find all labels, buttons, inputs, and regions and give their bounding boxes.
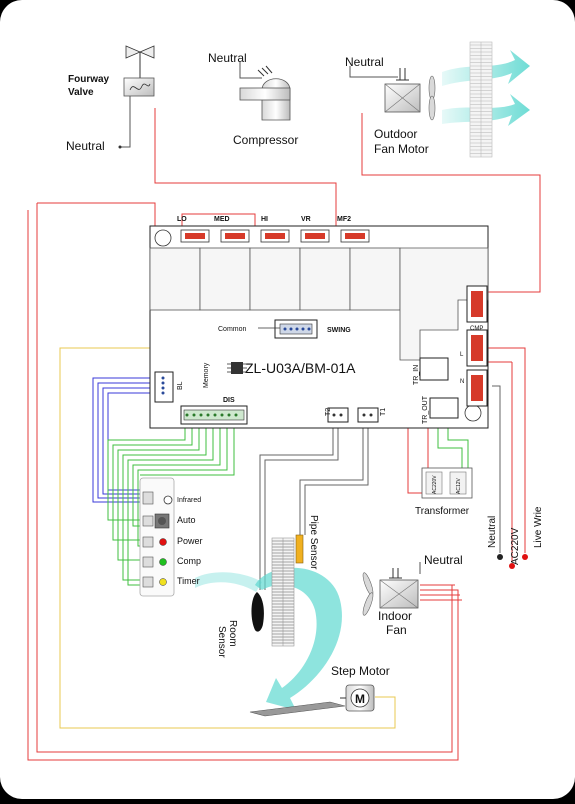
room-sensor-label-2: Sensor — [216, 626, 227, 658]
memory-label: Memory — [203, 362, 210, 388]
wire-indoor-fan-2 — [27, 210, 459, 761]
n-terminal-label: N — [460, 379, 464, 385]
indoor-fan-label-1: Indoor — [378, 609, 412, 623]
relay-mf2-label: MF2 — [337, 216, 351, 223]
power-led-icon — [159, 538, 167, 546]
wires — [27, 62, 541, 761]
neutral-label-mains: Neutral — [487, 516, 498, 548]
fourway-valve: Fourway Valve Neutral — [66, 45, 155, 153]
common-label: Common — [218, 326, 247, 333]
relay-vr-label: VR — [301, 216, 311, 223]
indoor-fan: Neutral Indoor Fan — [362, 553, 463, 637]
infrared-label: Infrared — [177, 497, 201, 504]
fourway-valve-label: Fourway — [68, 74, 110, 85]
wire-compressor — [154, 108, 337, 232]
relay-terminals — [180, 229, 370, 243]
dis-label: DIS — [223, 397, 235, 404]
power-label: Power — [177, 536, 203, 546]
tr-in-label: TR_IN — [413, 365, 420, 385]
live-wire-label: Live Wrie — [533, 506, 544, 548]
swing-label: SWING — [327, 327, 351, 334]
auto-label: Auto — [177, 515, 196, 525]
wire-live — [486, 347, 526, 553]
comp-led-icon — [159, 558, 167, 566]
wire-med — [181, 213, 256, 232]
room-sensor-label-1: Room — [227, 620, 238, 647]
compressor-label: Compressor — [233, 133, 298, 147]
compressor: Neutral Compressor — [208, 51, 298, 147]
ac220v-label: AC220V — [510, 527, 521, 565]
indoor-fan-label-2: Fan — [386, 623, 407, 637]
timer-label: Timer — [177, 576, 200, 586]
ac220v-coil-label: AC220V — [432, 475, 438, 494]
fourway-valve-label-2: Valve — [68, 87, 94, 98]
bl-label: BL — [177, 381, 184, 390]
room-sensor-icon — [251, 592, 264, 632]
comp-label: Comp — [177, 556, 201, 566]
tr-out-label: TR_OUT — [422, 395, 429, 424]
power-terminals — [466, 285, 488, 407]
pipe-sensor-icon — [295, 534, 304, 564]
neutral-label-indoor-fan: Neutral — [424, 553, 463, 567]
neutral-label-outdoor-fan: Neutral — [345, 55, 384, 69]
wire-live-loop — [36, 203, 453, 753]
t1-label: T1 — [380, 408, 387, 416]
timer-led-icon — [159, 578, 167, 586]
l-terminal-label: L — [460, 352, 464, 358]
louver-blade — [249, 701, 346, 717]
outdoor-fan-motor: Neutral Outdoor Fan Motor — [345, 55, 436, 156]
pipe-sensor-label: Pipe Sensor — [308, 515, 319, 570]
step-motor: Step Motor M — [249, 664, 390, 717]
memory-chip-icon — [227, 362, 247, 374]
ac12v-coil-label: AC12V — [456, 477, 462, 494]
board-model-label: ZL-U03A/BM-01A — [245, 360, 356, 376]
neutral-label-valve: Neutral — [66, 139, 105, 153]
transformer-label: Transformer — [415, 506, 470, 517]
control-board: LO MED HI VR MF2 Common SWING ZL-U03A/BM… — [149, 216, 489, 429]
outdoor-fan-label-1: Outdoor — [374, 127, 417, 141]
neutral-label-compressor: Neutral — [208, 51, 247, 65]
wire-outdoor-fan — [361, 113, 541, 293]
cmp-label: CMP — [470, 326, 483, 332]
step-motor-label: Step Motor — [331, 664, 390, 678]
outdoor-coil-grille — [469, 41, 493, 158]
motor-letter: M — [355, 692, 365, 706]
relay-med-label: MED — [214, 216, 230, 223]
outdoor-fan-label-2: Fan Motor — [374, 142, 429, 156]
display-panel: Infrared Auto Power Comp Timer — [139, 477, 203, 597]
t2-label: T2 — [325, 408, 332, 416]
evaporator-coil — [271, 537, 295, 647]
relay-lo-label: LO — [177, 216, 187, 223]
relay-hi-label: HI — [261, 216, 268, 223]
transformer: AC220V AC12V Transformer — [415, 467, 473, 517]
wire-lo — [37, 202, 156, 232]
mains-supply: Neutral AC220V Live Wrie — [487, 362, 544, 569]
